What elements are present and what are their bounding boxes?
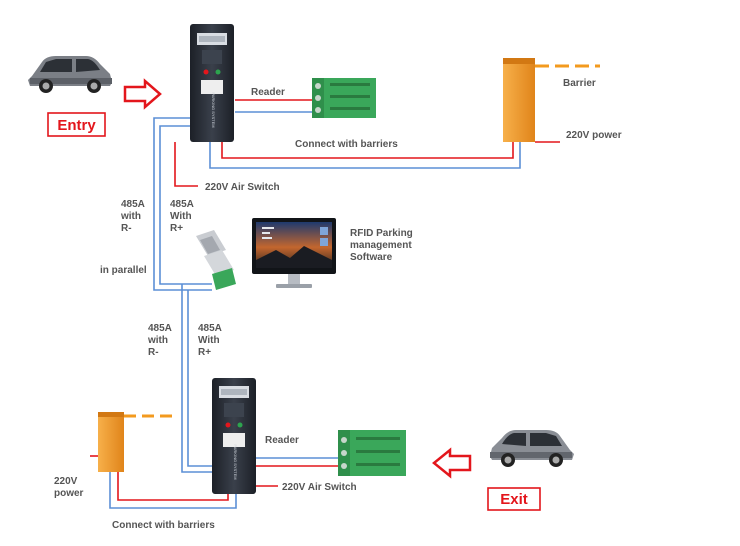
entry-label-box: Entry [47, 112, 106, 137]
svg-text:R-: R- [121, 223, 132, 234]
svg-text:R+: R+ [198, 347, 211, 358]
arrow-left-icon [432, 447, 472, 479]
exit-485-r-plus: 485A With R+ [198, 323, 222, 358]
entry-barrier-wire-blue [209, 142, 521, 169]
svg-text:management: management [350, 240, 412, 251]
exit-switch-label: 220V Air Switch [282, 482, 357, 493]
exit-label: Exit [500, 491, 528, 508]
exit-terminal-block [338, 430, 406, 476]
bus-down-right [181, 284, 212, 473]
monitor-icon [252, 218, 336, 288]
exit-device-text: PARKING SYSTEM [233, 444, 238, 479]
car-entry-icon [28, 56, 112, 93]
entry-label: Entry [57, 117, 96, 134]
entry-device-text: PARKING SYSTEM [211, 92, 216, 127]
wires [90, 99, 560, 509]
exit-power-label: 220V power [54, 476, 84, 499]
entry-terminal-block [312, 78, 376, 118]
exit-485-r-minus: 485A with R- [147, 323, 172, 358]
entry-485-r-minus: 485A with R- [120, 199, 145, 234]
entry-485-r-plus: 485A With R+ [170, 199, 194, 234]
svg-text:485A: 485A [170, 199, 194, 210]
entry-barrier-wire-red [221, 142, 514, 159]
svg-text:RFID Parking: RFID Parking [350, 228, 413, 239]
entry-connect-label: Connect with barriers [295, 139, 398, 150]
exit-barrier-wire-blue [109, 472, 237, 509]
bus-down-left [187, 290, 212, 467]
arrow-right-icon [123, 78, 162, 110]
bus-right-wire [159, 125, 212, 285]
svg-text:with: with [147, 335, 168, 346]
entry-switch-label: 220V Air Switch [205, 182, 280, 193]
entry-reader-label: Reader [251, 87, 285, 98]
exit-barrier-wire-red [117, 472, 229, 501]
entry-barrier-label: Barrier [563, 78, 596, 89]
software-label: RFID Parking management Software [350, 228, 413, 263]
exit-reader-label: Reader [265, 435, 299, 446]
svg-text:485A: 485A [121, 199, 145, 210]
exit-label-box: Exit [487, 487, 541, 511]
svg-text:with: with [120, 211, 141, 222]
converter-icon [196, 230, 236, 290]
bus-left-wire [153, 117, 212, 291]
entry-parking-terminal: PARKING SYSTEM [190, 24, 234, 142]
entry-barrier-gate [503, 58, 600, 142]
svg-text:485A: 485A [198, 323, 222, 334]
svg-text:220V: 220V [54, 476, 78, 487]
exit-connect-label: Connect with barriers [112, 520, 215, 531]
svg-text:R+: R+ [170, 223, 183, 234]
svg-text:With: With [170, 211, 192, 222]
svg-text:R-: R- [148, 347, 159, 358]
entry-switch-wire [174, 142, 198, 187]
svg-text:485A: 485A [148, 323, 172, 334]
car-exit-icon [490, 430, 574, 467]
entry-power-label: 220V power [566, 130, 622, 141]
parallel-label: in parallel [100, 265, 147, 276]
exit-barrier-gate [98, 412, 176, 472]
svg-text:With: With [198, 335, 220, 346]
svg-text:power: power [54, 488, 84, 499]
exit-parking-terminal: PARKING SYSTEM [212, 378, 256, 494]
svg-text:Software: Software [350, 252, 393, 263]
